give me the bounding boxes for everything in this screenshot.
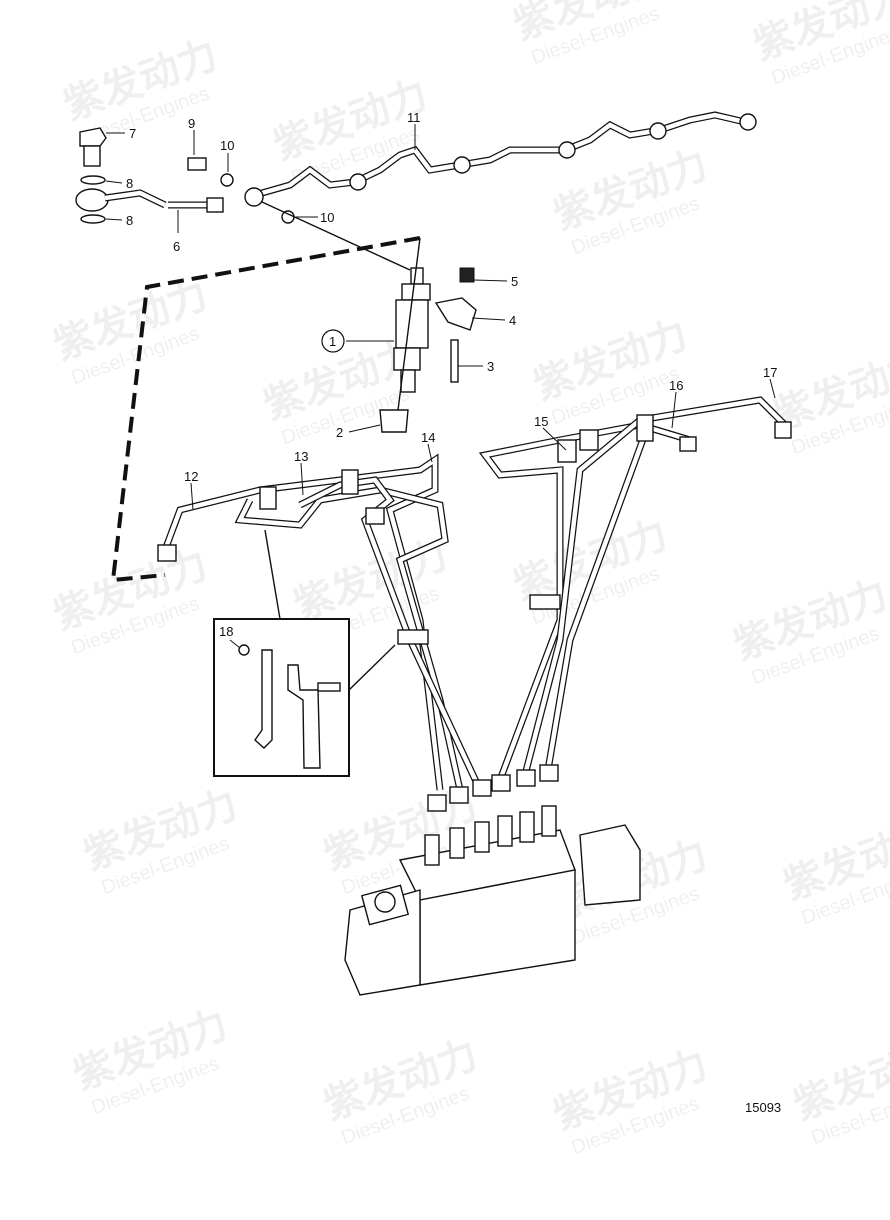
clamp-detail-inset xyxy=(213,529,396,777)
callout-13: 13 xyxy=(294,449,308,464)
leak-off-pipe xyxy=(244,111,757,207)
callout-14: 14 xyxy=(421,430,435,445)
callout-10-upper: 10 xyxy=(220,138,234,153)
callout-circle-1 xyxy=(321,329,345,353)
drawing-number: 15093 xyxy=(745,1100,781,1115)
callout-12: 12 xyxy=(184,469,198,484)
callout-6: 6 xyxy=(173,239,180,254)
callout-7: 7 xyxy=(129,126,136,141)
leader-lines xyxy=(105,124,776,649)
left-injection-pipes xyxy=(157,453,492,812)
callout-8-upper: 8 xyxy=(126,176,133,191)
callout-15: 15 xyxy=(534,414,548,429)
callout-5: 5 xyxy=(511,274,518,289)
callout-16: 16 xyxy=(669,378,683,393)
callout-10-lower: 10 xyxy=(320,210,334,225)
callout-9: 9 xyxy=(188,116,195,131)
callout-4: 4 xyxy=(509,313,516,328)
callout-1: 1 xyxy=(329,334,336,349)
watermark: 紫发动力Diesel-Engines紫发动力Diesel-Engines紫发动力… xyxy=(48,0,890,1159)
callout-2: 2 xyxy=(336,425,343,440)
callout-11: 11 xyxy=(407,110,421,125)
right-injection-pipes xyxy=(478,396,792,792)
callout-17: 17 xyxy=(763,365,777,380)
callout-8-lower: 8 xyxy=(126,213,133,228)
callout-3: 3 xyxy=(487,359,494,374)
injection-pump xyxy=(344,805,641,996)
callout-18: 18 xyxy=(219,624,233,639)
banjo-fitting-assembly xyxy=(75,127,411,271)
